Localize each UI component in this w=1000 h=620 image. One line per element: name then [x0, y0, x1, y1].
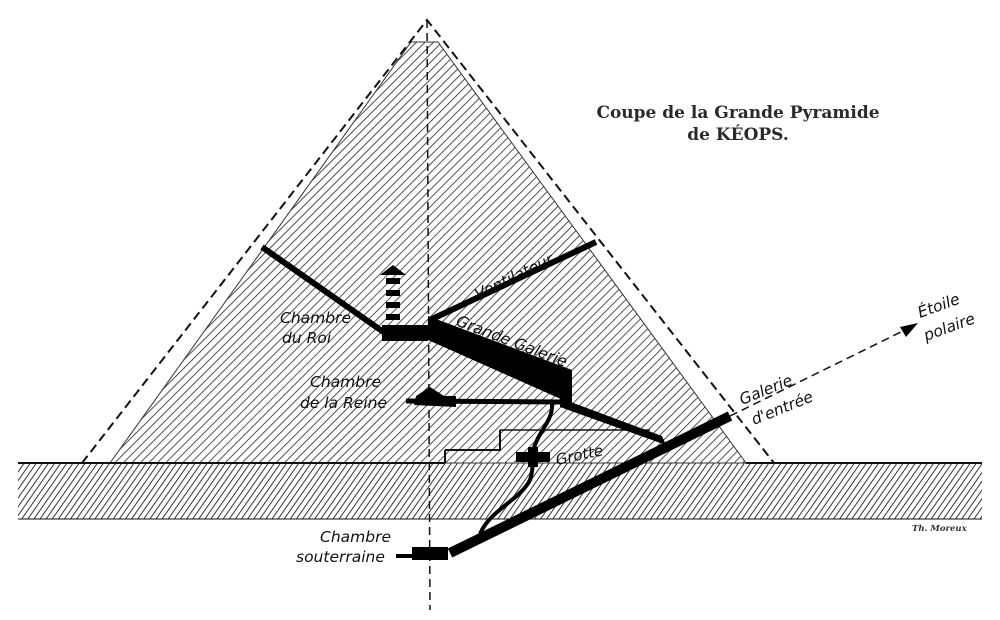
subterranean-chamber: [396, 547, 448, 560]
title-line1: Coupe de la Grande Pyramide: [596, 103, 879, 123]
vertical-axis: [426, 19, 431, 611]
label-chambre-sout-1: Chambre: [320, 528, 391, 546]
label-chambre-reine-2: de la Reine: [300, 394, 387, 412]
grotto: [516, 447, 550, 467]
label-chambre-roi-2: du Roi: [282, 329, 332, 347]
south-air-shaft: [428, 239, 598, 323]
polar-star-arrow: [900, 323, 918, 337]
signature: Th. Moreux: [912, 524, 968, 534]
ascending-passage: [560, 398, 666, 445]
north-air-shaft: [260, 244, 394, 341]
queens-chamber: [414, 387, 456, 407]
descending-passage: [447, 411, 733, 558]
grand-gallery: [428, 316, 572, 404]
label-chambre-roi-1: Chambre: [280, 309, 351, 327]
polar-star-sightline: [729, 329, 906, 417]
title-line2: de KÉOPS.: [687, 124, 789, 145]
label-chambre-reine-1: Chambre: [310, 373, 381, 391]
label-chambre-sout-2: souterraine: [296, 548, 385, 566]
kings-chamber: [380, 265, 428, 341]
